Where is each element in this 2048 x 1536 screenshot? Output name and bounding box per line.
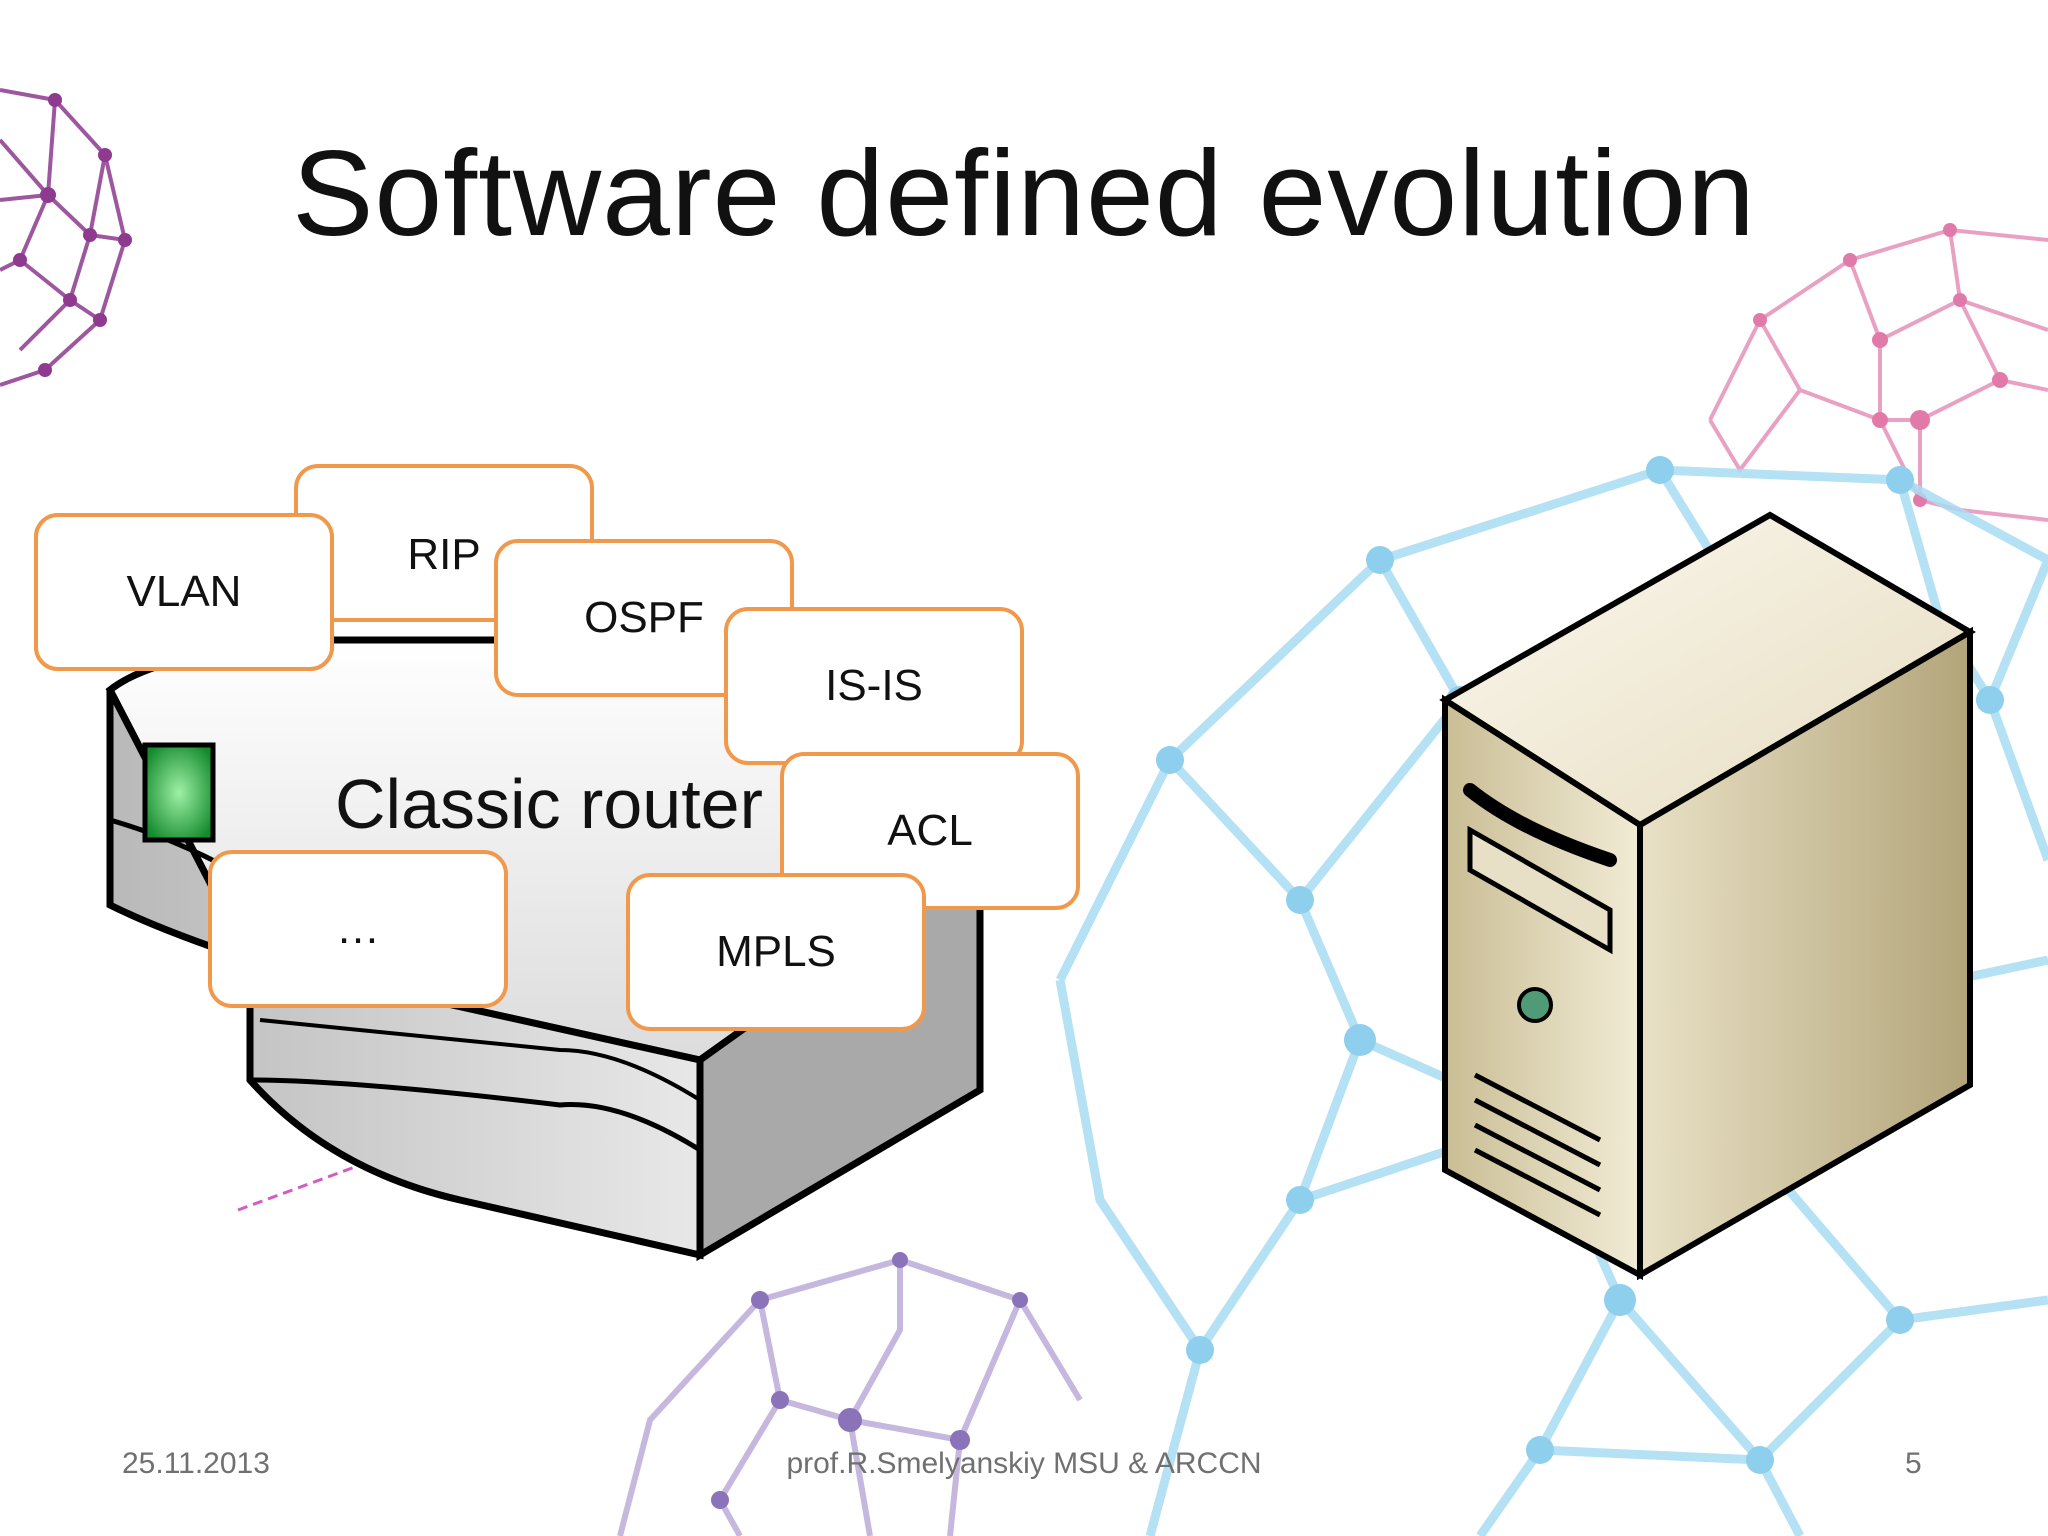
footer-page-number: 5 — [1905, 1447, 1922, 1480]
router-label: Classic router — [335, 765, 763, 843]
router-led — [142, 742, 216, 843]
footer-author: prof.R.Smelyanskiy MSU & ARCCN — [786, 1447, 1262, 1480]
tag-vlan-front: VLAN — [34, 513, 334, 671]
geodesic-nodes-top-right — [1753, 223, 2008, 507]
tag-rip-label: RIP — [407, 530, 481, 579]
footer-date: 25.11.2013 — [122, 1447, 270, 1480]
tag-isis: IS-IS — [724, 607, 1024, 765]
tag-vlan-front-label: VLAN — [126, 567, 242, 616]
tag-isis-label: IS-IS — [825, 661, 923, 710]
geodesic-nodes-bottom — [711, 1252, 1028, 1509]
tag-ospf-label: OSPF — [584, 593, 704, 642]
geodesic-nodes-top-left — [13, 93, 132, 377]
server-power-led — [1517, 987, 1553, 1023]
tag-ellipsis: … — [208, 850, 508, 1008]
tag-mpls-label: MPLS — [716, 927, 836, 976]
tag-ellipsis-label: … — [336, 904, 380, 953]
slide-title: Software defined evolution — [292, 125, 1756, 261]
tag-mpls: MPLS — [626, 873, 926, 1031]
tag-acl-label: ACL — [887, 806, 973, 855]
